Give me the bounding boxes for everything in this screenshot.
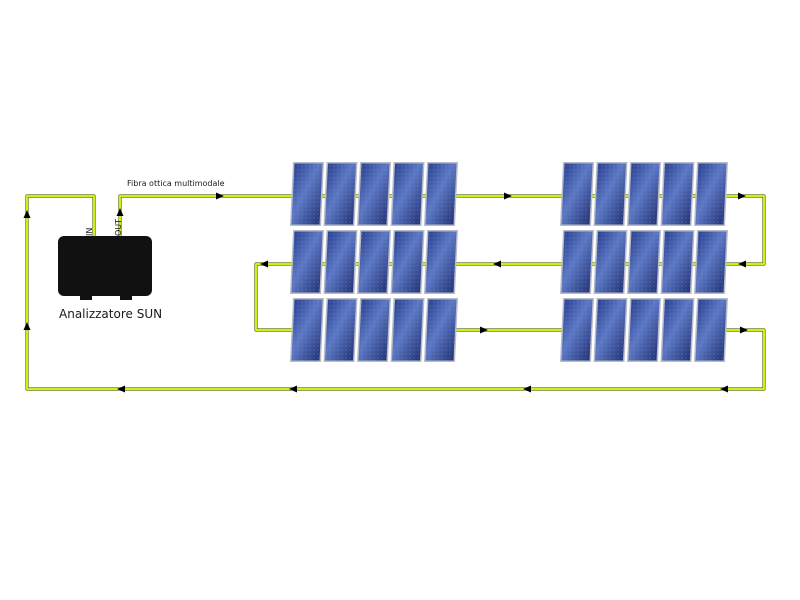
solar-panel [357, 298, 391, 362]
arrow-icon [260, 260, 268, 268]
arrow-icon [289, 385, 297, 393]
solar-panel [424, 230, 458, 294]
solar-panel [390, 162, 425, 226]
solar-panel [390, 230, 425, 294]
solar-panel [290, 298, 324, 362]
solar-panel [390, 298, 425, 362]
analyzer-foot-left [80, 294, 92, 300]
fiber-optic-cable [25, 194, 766, 391]
arrow-icon [720, 385, 728, 393]
panel-group-left-top [290, 162, 458, 226]
solar-panel [627, 230, 661, 294]
solar-panel-array [290, 162, 728, 362]
panel-group-left-bottom [290, 298, 458, 362]
solar-panel [323, 162, 358, 226]
analyzer-body [58, 236, 152, 296]
solar-panel [627, 298, 661, 362]
panel-group-right-top [560, 162, 728, 226]
arrow-icon [738, 192, 746, 200]
port-in-label: IN [85, 228, 94, 236]
analyzer-label: Analizzatore SUN [59, 307, 162, 321]
solar-panel [593, 162, 628, 226]
solar-panel [593, 230, 628, 294]
solar-panel [660, 298, 695, 362]
solar-panel [660, 162, 695, 226]
arrow-icon [740, 326, 748, 334]
fiber-segment-core [26, 195, 765, 390]
fiber-segment-core [119, 195, 765, 331]
arrow-icon [504, 192, 512, 200]
solar-panel [660, 230, 695, 294]
solar-panel [560, 162, 594, 226]
arrow-icon [523, 385, 531, 393]
arrow-icon [738, 260, 746, 268]
port-out-label: OUT [114, 219, 123, 236]
arrow-icon [117, 385, 125, 393]
solar-panel [593, 298, 628, 362]
solar-panel [290, 162, 324, 226]
solar-panel [424, 298, 458, 362]
solar-panel [323, 230, 358, 294]
solar-panel [323, 298, 358, 362]
arrow-icon [116, 208, 124, 216]
solar-panel [694, 298, 728, 362]
solar-panel [357, 162, 391, 226]
arrow-icon [216, 192, 224, 200]
solar-panel [560, 230, 594, 294]
solar-panel [694, 230, 728, 294]
solar-panel [560, 298, 594, 362]
analyzer-foot-right [120, 294, 132, 300]
arrow-icon [493, 260, 501, 268]
panel-group-right-bottom [560, 298, 728, 362]
arrow-icon [480, 326, 488, 334]
solar-panel [424, 162, 458, 226]
arrow-icon [23, 322, 31, 330]
analyzer-device [58, 236, 152, 300]
solar-panel [694, 162, 728, 226]
solar-panel [357, 230, 391, 294]
solar-panel [627, 162, 661, 226]
flow-arrows [23, 192, 748, 393]
panel-group-left-middle [290, 230, 458, 294]
arrow-icon [23, 210, 31, 218]
solar-panel [290, 230, 324, 294]
fiber-label: Fibra ottica multimodale [127, 179, 225, 188]
panel-group-right-middle [560, 230, 728, 294]
